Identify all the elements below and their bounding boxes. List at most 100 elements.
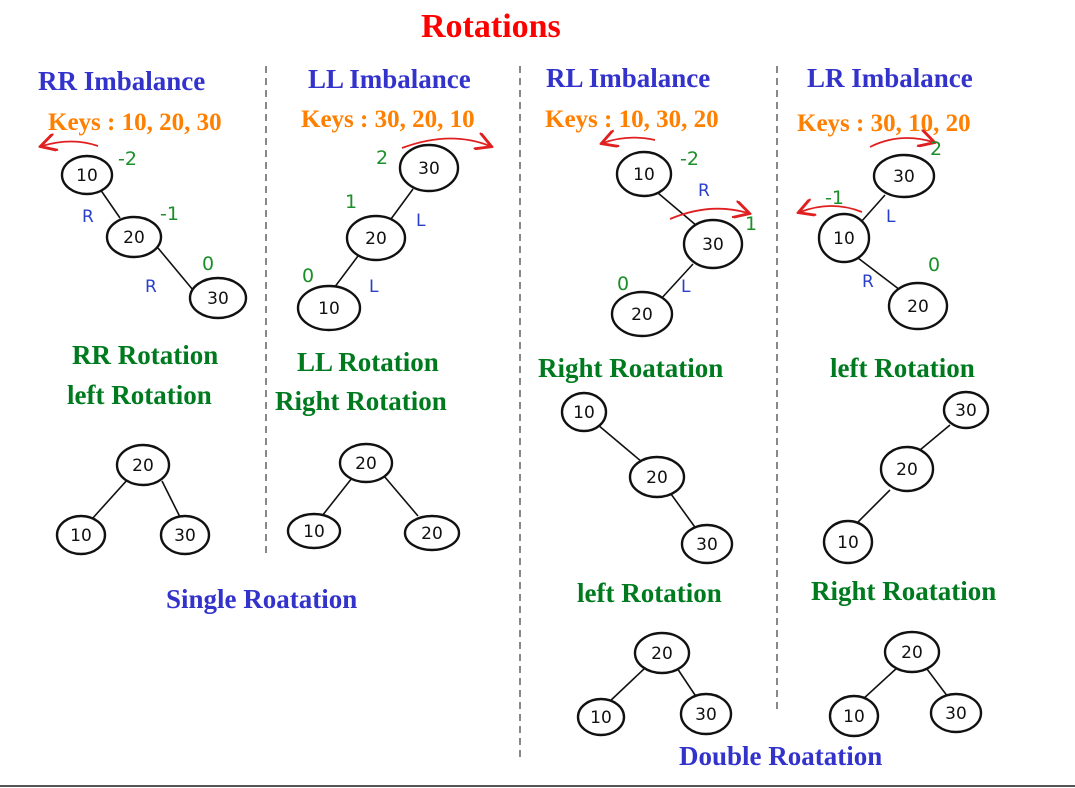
node-label: 20: [646, 468, 668, 488]
edge: [919, 424, 951, 451]
balance-factor: -1: [160, 203, 179, 225]
tree-node: [159, 514, 211, 556]
direction-label: L: [886, 207, 896, 227]
direction-label: R: [145, 277, 157, 297]
edge: [383, 475, 419, 517]
node-label: 30: [893, 167, 915, 187]
edge: [657, 192, 698, 227]
rr-imbalance-heading: RR Imbalance: [38, 66, 206, 96]
node-label: 10: [70, 526, 92, 546]
rl-step1-label: Right Roatation: [538, 353, 724, 383]
ll-result-tree: 20 10 20: [286, 442, 461, 552]
edge: [333, 255, 359, 289]
tree-node: [929, 692, 983, 734]
ll-imbalance-tree: 30 20 10 2 1 0 L L: [296, 138, 490, 332]
direction-label: R: [862, 272, 874, 292]
node-label: 30: [955, 401, 977, 421]
rl-imbalance-heading: RL Imbalance: [546, 63, 711, 93]
rl-step2-label: left Rotation: [577, 578, 722, 608]
node-label: 10: [590, 708, 612, 728]
node-label: 20: [355, 454, 377, 474]
tree-node: [817, 212, 871, 264]
rotation-arrow: [669, 209, 748, 220]
tree-node: [576, 697, 626, 737]
node-label: 10: [633, 165, 655, 185]
node-label: 20: [421, 524, 443, 544]
node-label: 30: [207, 289, 229, 309]
tree-node: [345, 214, 407, 262]
lr-intermediate-tree: 30 20 10: [822, 390, 990, 565]
balance-factor: -2: [118, 148, 137, 170]
ll-keys: Keys : 30, 20, 10: [301, 106, 475, 133]
rotation-arrow: [800, 206, 863, 212]
rl-result-tree: 20 10 30: [576, 631, 733, 737]
tree-node: [872, 153, 936, 199]
tree-node: [680, 523, 734, 565]
node-label: 30: [174, 526, 196, 546]
edge: [607, 667, 646, 704]
tree-node: [883, 630, 941, 674]
rr-result-tree: 20 10 30: [55, 443, 211, 556]
balance-factor: 1: [745, 213, 757, 235]
ll-imbalance-heading: LL Imbalance: [308, 64, 471, 94]
double-rotation-label: Double Roatation: [679, 741, 883, 771]
node-label: 10: [833, 229, 855, 249]
single-rotation-label: Single Roatation: [166, 584, 358, 614]
direction-label: R: [698, 181, 710, 201]
tree-node: [828, 694, 880, 738]
tree-node: [338, 442, 394, 484]
lr-keys: Keys : 30, 10, 20: [797, 110, 971, 137]
direction-label: L: [369, 277, 379, 297]
balance-factor: 1: [345, 191, 357, 213]
tree-node: [879, 445, 935, 493]
tree-node: [560, 391, 608, 433]
tree-node: [398, 143, 460, 193]
rr-keys: Keys : 10, 20, 30: [48, 109, 222, 136]
node-label: 30: [418, 159, 440, 179]
tree-node: [942, 390, 990, 430]
lr-step1-label: left Rotation: [830, 353, 975, 383]
edge: [157, 247, 194, 291]
balance-factor: -1: [825, 187, 844, 209]
edge: [321, 477, 353, 517]
node-label: 20: [365, 229, 387, 249]
balance-factor: 2: [376, 147, 388, 169]
rl-imbalance-tree: 10 30 20 -2 1 0 R L: [603, 138, 757, 338]
direction-label: L: [416, 211, 426, 231]
tree-node: [822, 519, 874, 565]
node-label: 20: [132, 456, 154, 476]
rotation-arrow: [869, 138, 933, 147]
edge: [860, 194, 886, 223]
ll-rotation-label: LL Rotation: [297, 347, 439, 377]
balance-factor: 2: [930, 138, 942, 160]
node-label: 20: [907, 297, 929, 317]
balance-factor: 0: [302, 265, 314, 287]
node-label: 10: [303, 522, 325, 542]
node-label: 20: [896, 460, 918, 480]
edge: [857, 257, 901, 291]
direction-label: R: [82, 207, 94, 227]
rr-rotation-label: RR Rotation: [72, 340, 219, 370]
lr-imbalance-heading: LR Imbalance: [807, 63, 973, 93]
tree-node: [403, 514, 461, 552]
rotation-arrow: [603, 138, 656, 143]
node-label: 20: [631, 305, 653, 325]
node-label: 20: [901, 643, 923, 663]
edge: [659, 263, 694, 301]
tree-node: [60, 154, 114, 196]
node-label: 30: [695, 705, 717, 725]
direction-label: L: [681, 277, 691, 297]
tree-node: [610, 290, 674, 338]
tree-node: [628, 455, 686, 499]
tree-node: [296, 284, 362, 332]
edge: [855, 489, 891, 525]
rr-imbalance-tree: 10 20 30 -2 -1 0 R R: [42, 142, 248, 320]
edge: [926, 668, 949, 698]
rl-keys: Keys : 10, 30, 20: [545, 106, 719, 133]
tree-node: [615, 150, 673, 198]
tree-node: [679, 692, 733, 736]
node-label: 10: [843, 707, 865, 727]
lr-step2-label: Right Roatation: [811, 576, 997, 606]
node-label: 10: [837, 533, 859, 553]
edge: [161, 480, 181, 518]
